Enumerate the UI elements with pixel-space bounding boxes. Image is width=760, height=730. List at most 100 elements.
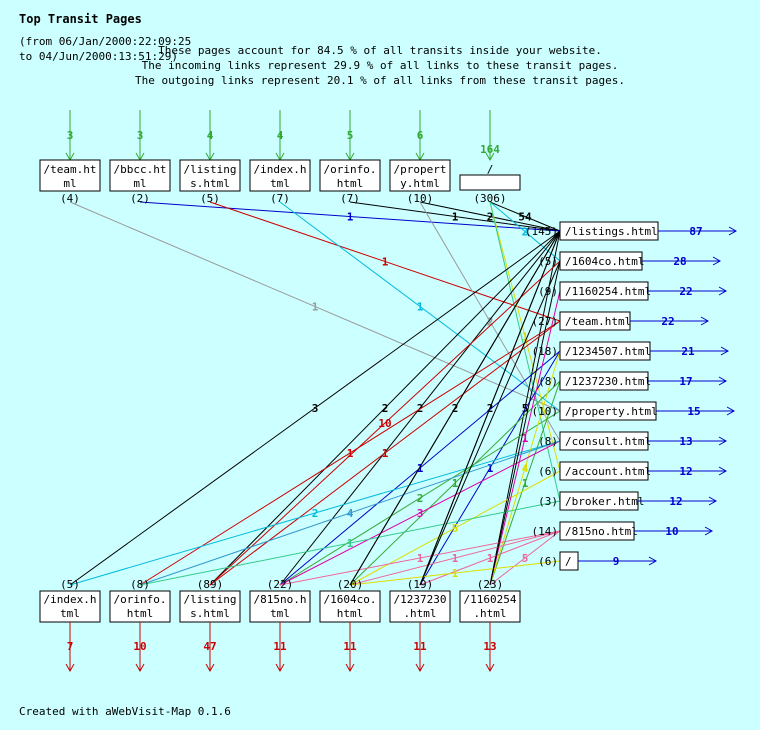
page-label: /index.h [254,163,307,176]
right-page-node[interactable]: (6)/9 [538,551,658,571]
transit-count: (10) [407,192,434,205]
link-weight-label: 1 [522,331,529,344]
page-label: /team.html [565,315,631,328]
page-label: .html [403,607,436,620]
page-label: /index.h [44,593,97,606]
link: 1 [209,201,561,322]
link: 1 [349,201,561,232]
link-weight-label: 4 [347,507,354,520]
outgoing-arrow [65,622,75,673]
page-label: y.html [400,177,440,190]
page-label: /815no.html [565,525,638,538]
exit-arrow [648,466,728,476]
exit-arrow [650,346,730,356]
exit-count: 15 [687,405,700,418]
top-page-node[interactable]: 164/(306) [459,110,521,205]
exit-count: 87 [689,225,702,238]
transit-count: (20) [337,578,364,591]
incoming-arrow [485,110,495,162]
summary-line-2: The incoming links represent 29.9 % of a… [142,59,619,72]
transit-count: (18) [532,345,559,358]
outgoing-count: 11 [273,640,287,653]
page-label: /team.ht [44,163,97,176]
top-page-node[interactable]: 3/team.html(4) [39,110,101,205]
exit-count: 9 [613,555,620,568]
page-label: /orinfo. [114,593,167,606]
link: 1 [489,380,561,586]
top-page-node[interactable]: 3/bbcc.html(2) [109,110,171,205]
outgoing-arrow [135,622,145,673]
incoming-count: 5 [347,129,354,142]
link-weight-label: 2 [382,402,389,415]
transit-count: (6) [538,555,558,568]
link-weight-label: 1 [347,537,354,550]
top-page-node[interactable]: 5/orinfo.html(7) [319,110,381,205]
page-title: Top Transit Pages [19,12,142,26]
link-weight-label: 2 [487,316,494,329]
link-weight-label: 1 [487,552,494,565]
link-weight-label: 1 [487,462,494,475]
page-label: /1237230 [394,593,447,606]
page-label: /1237230.html [565,375,651,388]
link-weight-label: 10 [378,417,391,430]
link-weight-label: 1 [417,552,424,565]
top-page-node[interactable]: 4/index.html(7) [249,110,311,205]
link: 5 [489,230,561,586]
link: 4 [139,440,561,586]
transit-count: (14) [532,525,559,538]
period-from: (from 06/Jan/2000:22:09:25 [19,35,191,48]
outgoing-count: 11 [413,640,427,653]
page-label: /815no.h [254,593,307,606]
link: 2 [279,230,561,586]
link-weight-label: 1 [417,301,424,314]
outgoing-count: 7 [67,640,74,653]
link: 5 [489,530,561,586]
link: 1 [279,350,561,586]
transit-count: (8) [130,578,150,591]
outgoing-count: 47 [203,640,216,653]
link-weight-label: 1 [452,211,459,224]
page-label: /account.html [565,465,651,478]
link: 10 [209,260,561,586]
exit-arrow [648,436,728,446]
exit-count: 13 [679,435,692,448]
top-page-node[interactable]: 4/listings.html(5) [179,110,241,205]
link: 1 [139,201,561,232]
link: 1 [69,201,561,412]
outgoing-arrow [345,622,355,673]
top-page-node[interactable]: 6/property.html(10) [389,110,451,205]
link-weight-label: 1 [522,477,529,490]
link-weight-label: 5 [452,522,459,535]
outgoing-count: 10 [133,640,146,653]
page-label: tml [60,607,80,620]
page-label: html [337,607,364,620]
exit-count: 17 [679,375,692,388]
page-label: .html [473,607,506,620]
transit-count: (23) [477,578,504,591]
link [489,201,561,502]
link-weight-label: 1 [347,211,354,224]
link: 1 [139,500,561,586]
exit-arrow [638,496,718,506]
transit-count: (306) [473,192,506,205]
link: 2 [279,410,561,586]
